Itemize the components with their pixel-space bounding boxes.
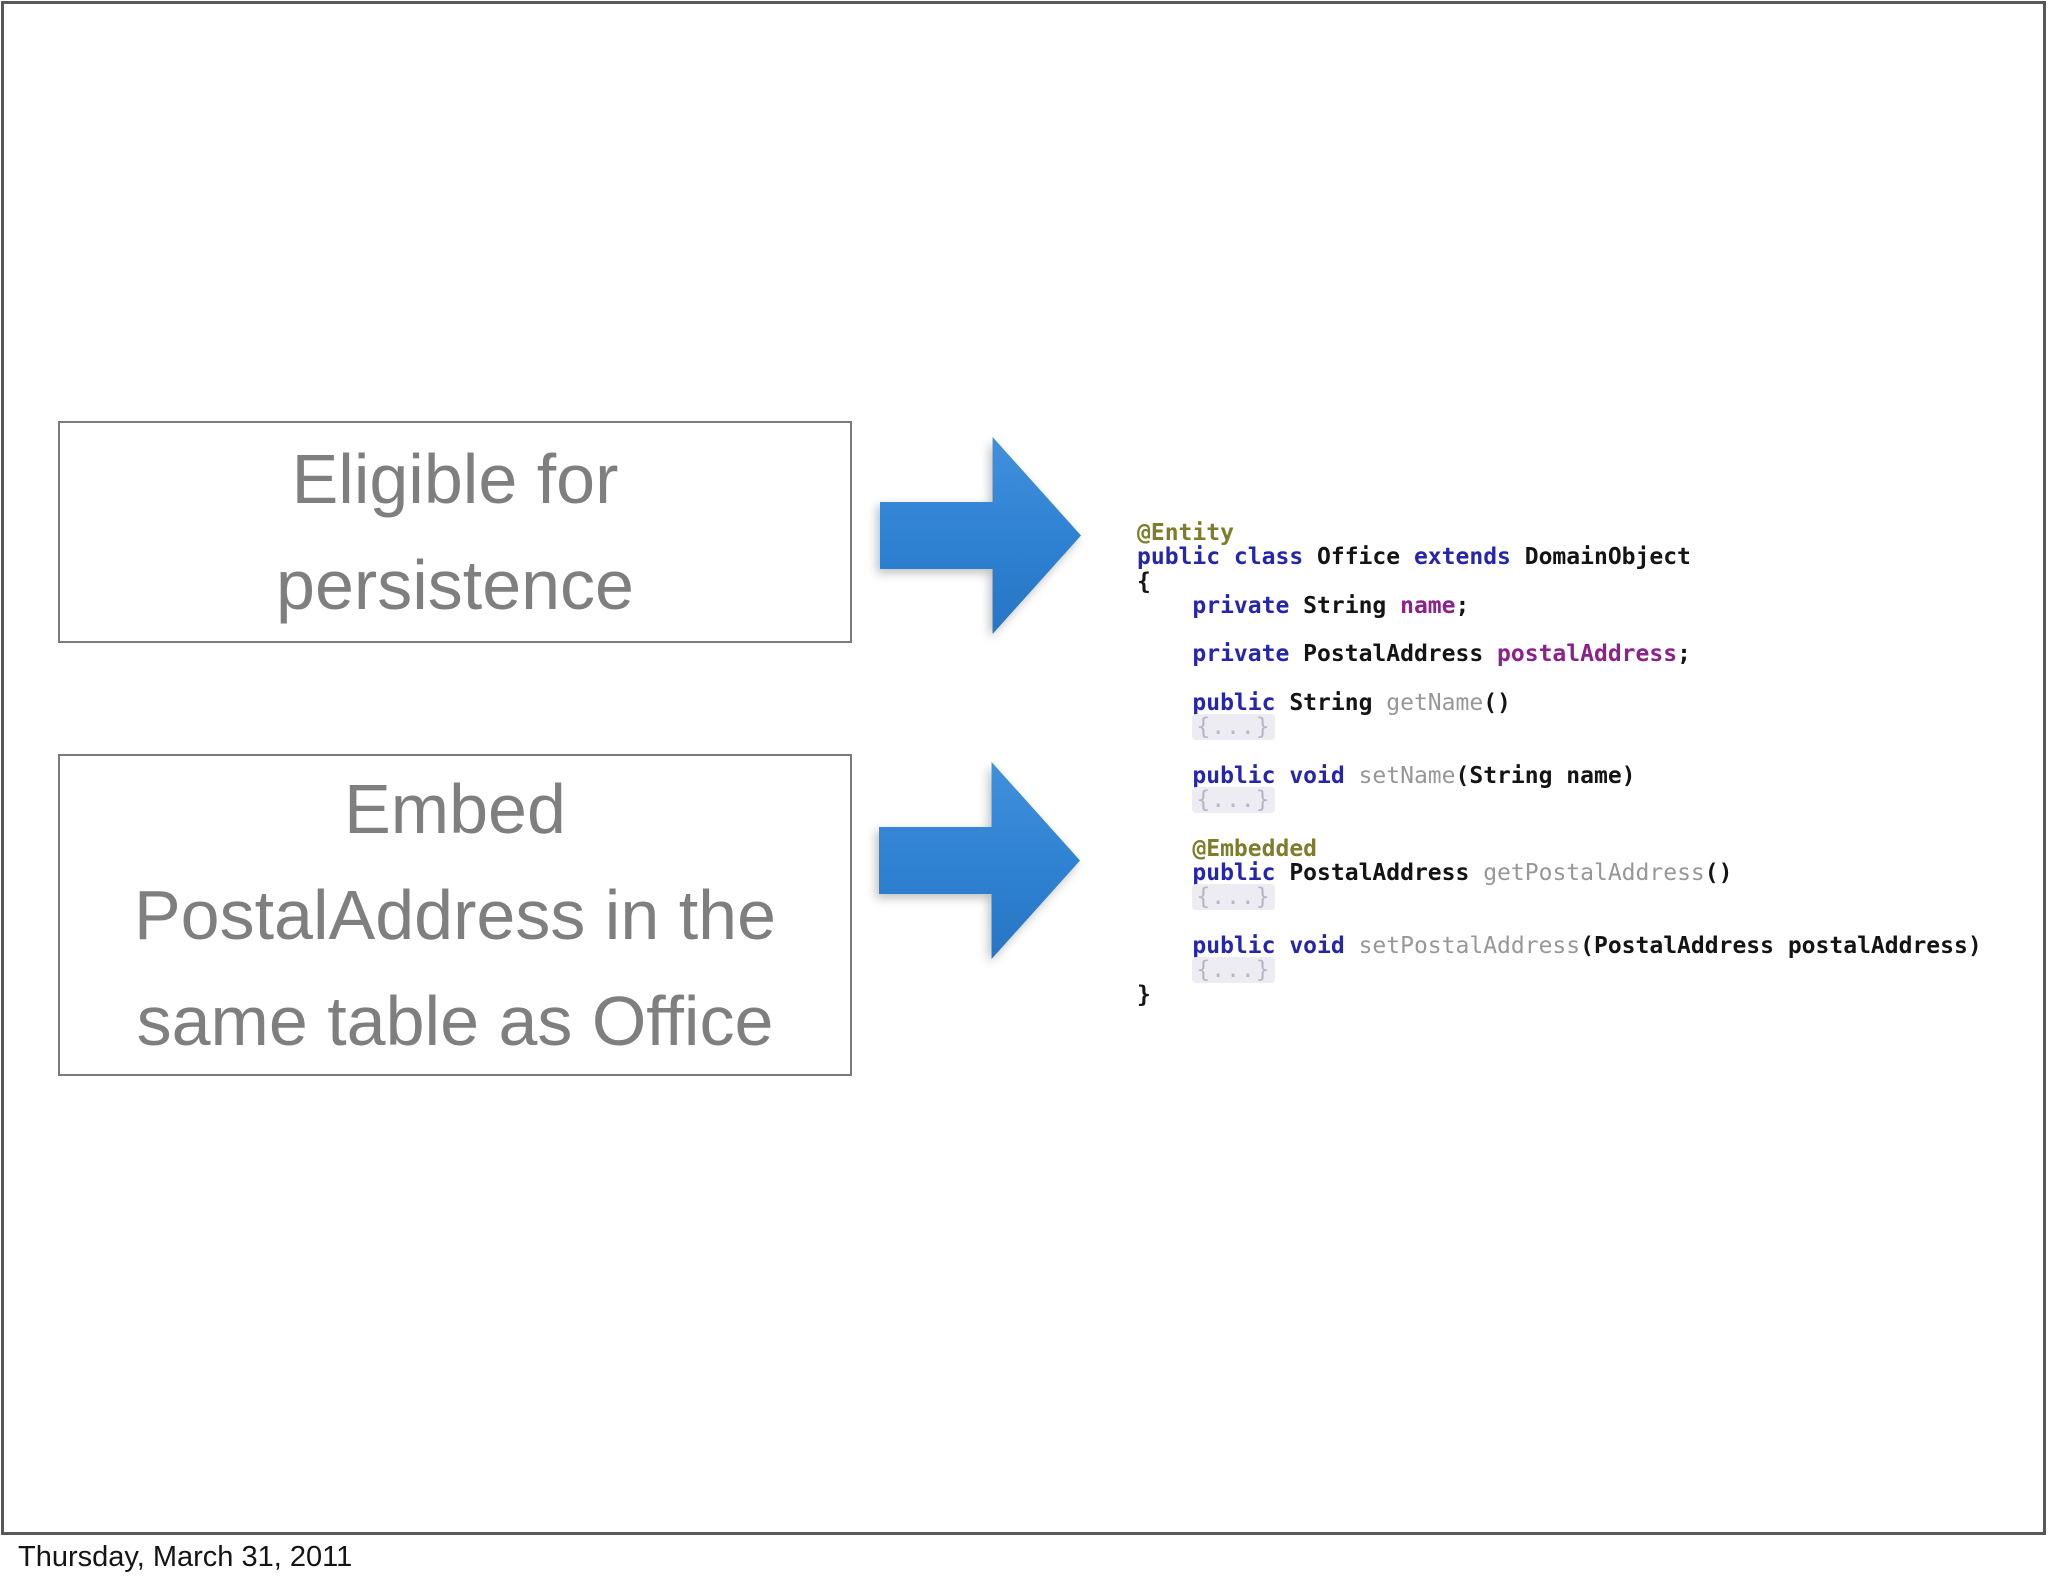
code-token: extends — [1413, 544, 1511, 571]
code-token — [1137, 641, 1192, 667]
slide-date: Thursday, March 31, 2011 — [18, 1541, 353, 1573]
code-token — [1137, 884, 1192, 910]
code-token: setName — [1344, 762, 1456, 789]
code-token: name — [1400, 592, 1456, 619]
callout-line: Embed — [344, 770, 566, 848]
folded-code-chip: {...} — [1192, 957, 1275, 984]
code-token: @Entity — [1137, 520, 1234, 546]
code-token: public — [1192, 690, 1276, 717]
code-token: @Embedded — [1192, 835, 1318, 862]
folded-code-chip: {...} — [1192, 714, 1275, 741]
code-token — [1137, 933, 1192, 959]
callout-line: Eligible for — [291, 440, 619, 518]
code-token: setPostalAddress — [1344, 933, 1581, 960]
code-token — [1137, 593, 1192, 619]
code-token: private — [1192, 592, 1290, 619]
callout-line: PostalAddress in the — [133, 876, 777, 954]
code-token: String — [1275, 690, 1387, 717]
code-token — [1137, 860, 1192, 886]
code-token: getPostalAddress — [1483, 860, 1705, 887]
code-token — [1137, 763, 1192, 789]
code-token: String — [1289, 592, 1401, 619]
code-token: PostalAddress — [1275, 860, 1484, 887]
code-token: { — [1137, 568, 1151, 595]
code-token: public — [1192, 860, 1276, 887]
code-token: (PostalAddress postalAddress) — [1580, 933, 1982, 960]
code-token: postalAddress — [1497, 641, 1678, 668]
code-token: () — [1483, 690, 1511, 717]
code-token: public class — [1137, 544, 1304, 571]
code-token: (String name) — [1455, 762, 1636, 789]
code-token — [1137, 836, 1192, 862]
folded-code-chip: {...} — [1192, 884, 1275, 911]
code-token: ; — [1677, 641, 1691, 668]
code-token — [1137, 787, 1192, 813]
arrow-right-shape — [880, 437, 1081, 634]
code-token: private — [1192, 641, 1290, 668]
code-token — [1137, 690, 1192, 716]
arrow-right-icon — [879, 762, 1080, 959]
callout-line: persistence — [276, 546, 634, 624]
code-token: } — [1137, 981, 1151, 1008]
code-token — [1137, 957, 1192, 983]
code-token: Office — [1303, 544, 1414, 571]
callout-line: same table as Office — [136, 982, 774, 1060]
code-token: public void — [1192, 762, 1345, 789]
arrow-right-shape — [879, 762, 1080, 959]
code-token: () — [1704, 860, 1733, 887]
code-token: ; — [1455, 592, 1470, 619]
code-token: PostalAddress — [1289, 641, 1498, 668]
slide: Eligible for persistence Embed PostalAdd… — [1, 1, 2046, 1535]
code-token — [1137, 714, 1192, 740]
arrow-right-icon — [880, 437, 1081, 634]
folded-code-chip: {...} — [1192, 787, 1275, 814]
callout-eligible-for-persistence: Eligible for persistence — [58, 421, 852, 643]
code-token: DomainObject — [1510, 544, 1691, 571]
code-token: getName — [1386, 690, 1484, 717]
code-token: public void — [1192, 933, 1345, 960]
code-snippet: @Entity public class Office extends Doma… — [1137, 521, 1982, 1007]
callout-embed-postaladdress: Embed PostalAddress in the same table as… — [58, 754, 852, 1076]
